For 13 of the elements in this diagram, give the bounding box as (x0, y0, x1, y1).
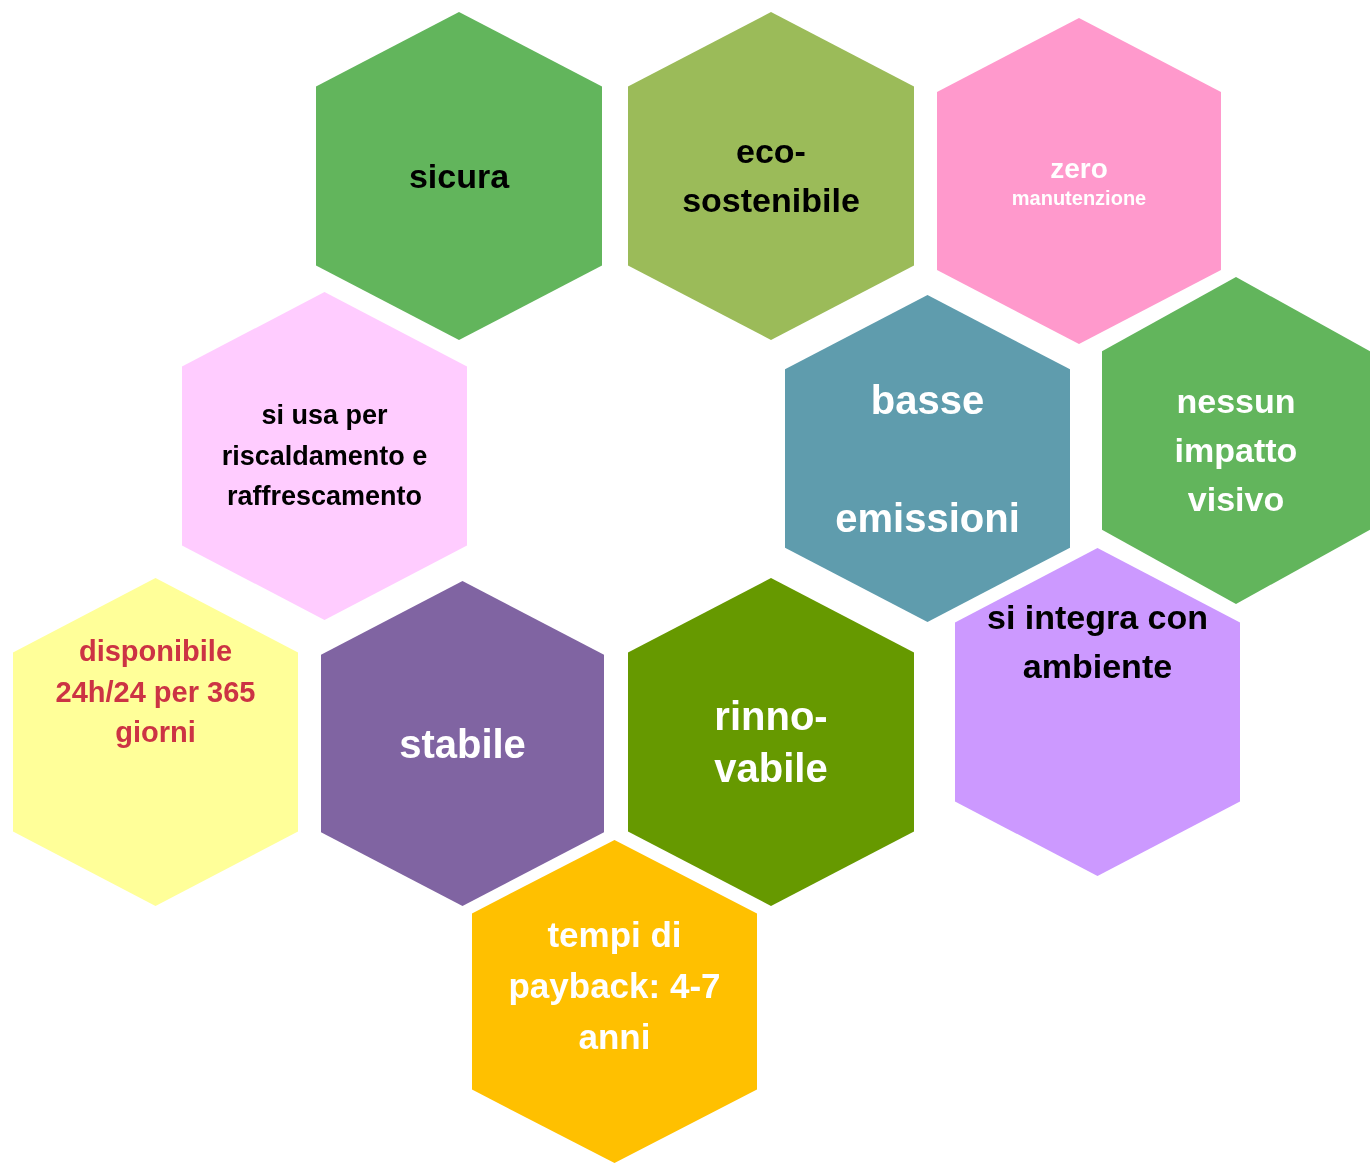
hexagon-label: stabile (399, 720, 526, 768)
hexagon-label: emissioni (835, 494, 1020, 542)
hexagon-label: sicura (408, 155, 510, 197)
hexagon-label: manutenzione (1011, 185, 1147, 210)
hexagon-label: nessun impatto visivo (1173, 380, 1299, 521)
hexagon-label: basse (870, 376, 985, 424)
hexagon-label: disponibile 24h/24 per 365 giorni (55, 634, 256, 751)
hexagon-label: si integra con ambiente (985, 596, 1210, 687)
hexagon-label: rinno-vabile (713, 693, 829, 792)
hexagon-label: eco-sostenibile (681, 130, 861, 221)
hexagon-label: tempi di payback: 4-7 anni (507, 914, 722, 1058)
hexagon-label: si usa per riscaldamento e raffrescamento (220, 399, 429, 514)
hexagon-label: zero (1050, 152, 1108, 186)
